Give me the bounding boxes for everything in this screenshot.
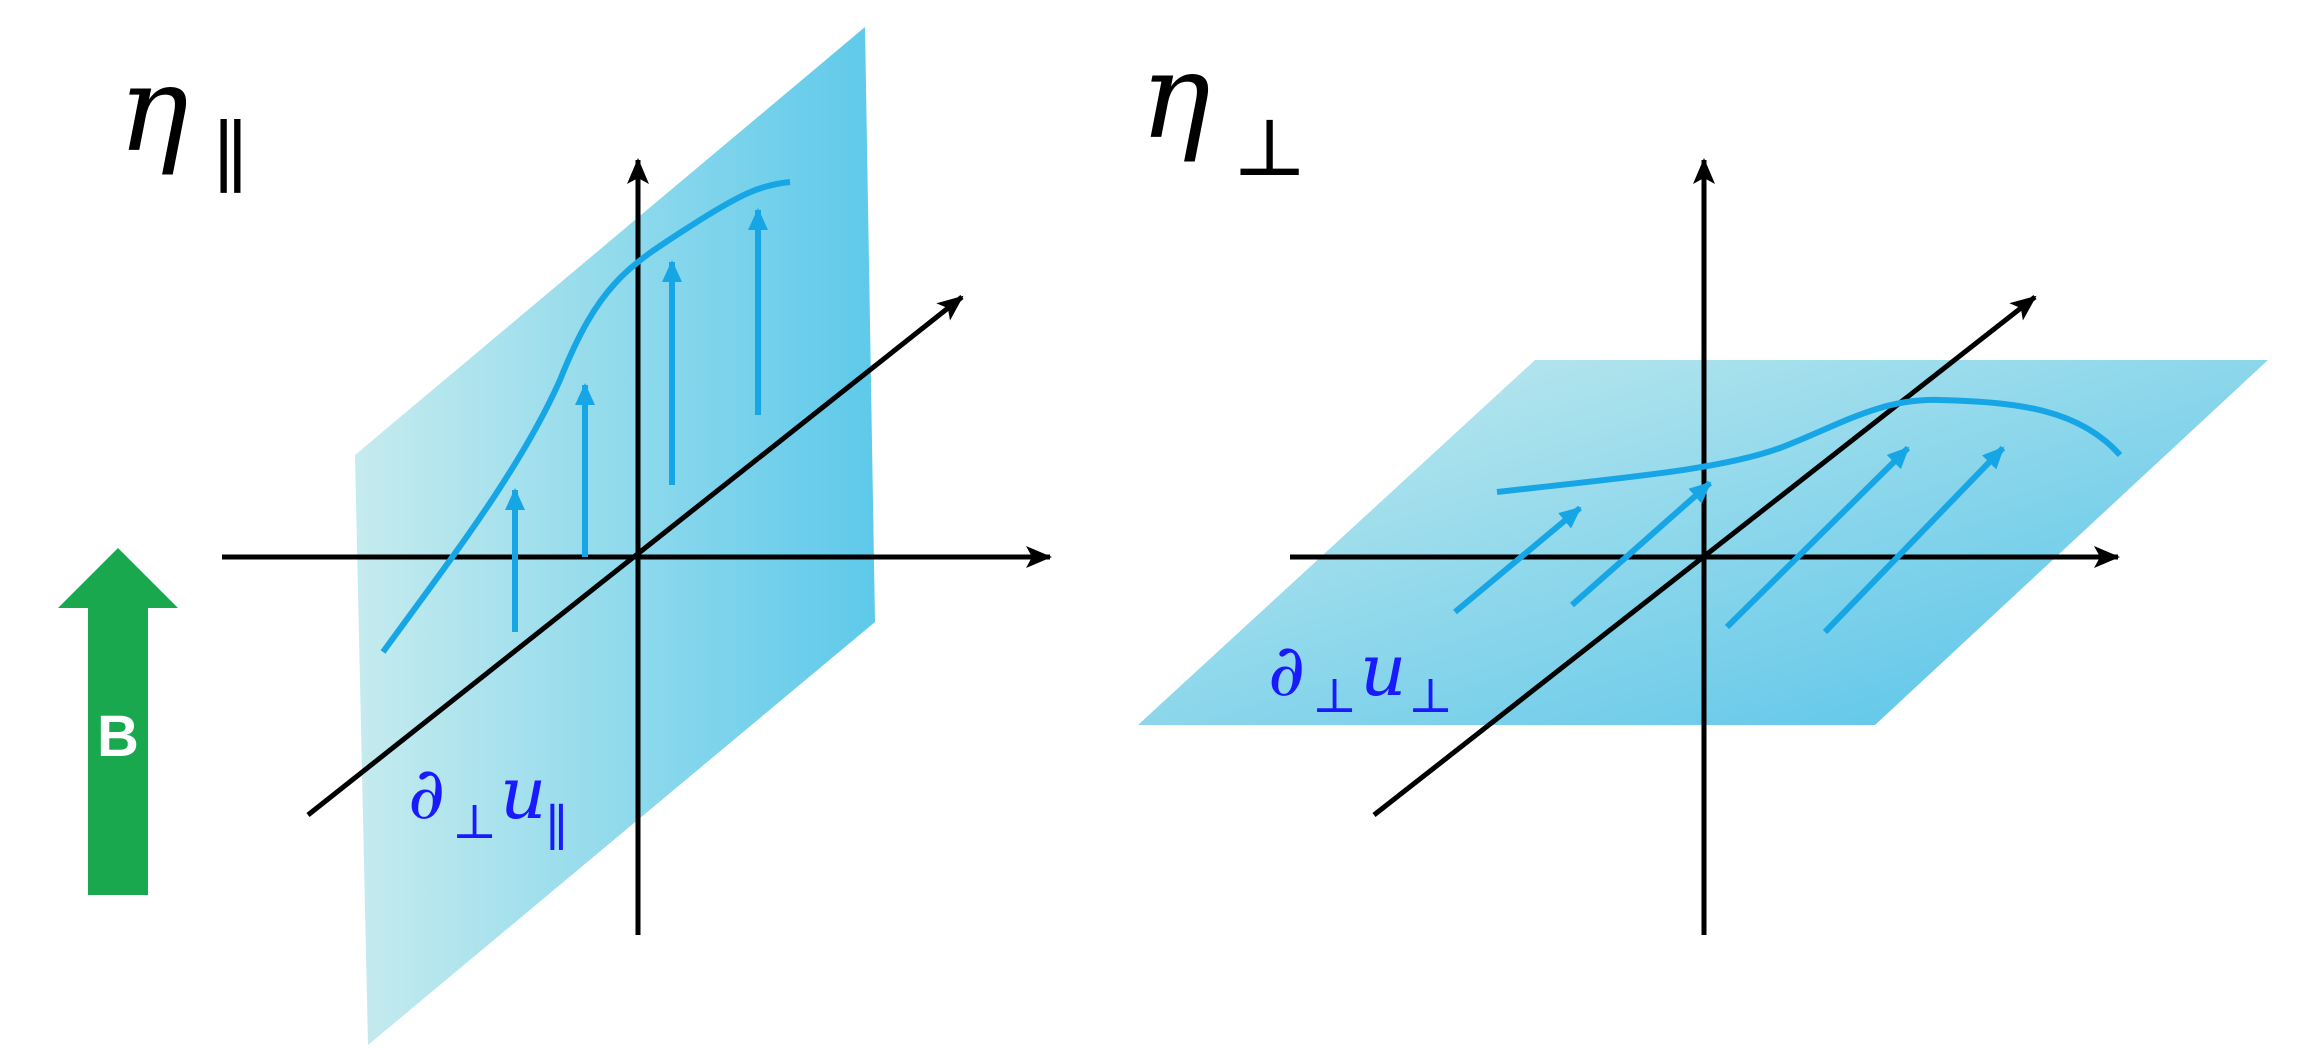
- right-plane-label-u: u: [1360, 628, 1406, 712]
- right-plane-label-partial: ∂: [1268, 628, 1305, 712]
- right-y-axis: [1372, 295, 2037, 817]
- left-y-axis: [306, 295, 964, 817]
- left-panel: η ∥ ∂ ⊥ u ∥: [118, 27, 1052, 1045]
- right-plane-label-sub2: ⊥: [1408, 668, 1453, 724]
- left-title-eta: η: [118, 40, 189, 178]
- left-plane-label-u: u: [500, 751, 546, 835]
- right-title-eta: η: [1140, 27, 1211, 165]
- right-velocity-profile: [1496, 396, 2123, 495]
- right-plane-label-sub1: ⊥: [1312, 668, 1357, 724]
- right-panel: η ⊥ ∂ ⊥ u ⊥: [1138, 27, 2268, 935]
- right-velocity-arrow: [1453, 505, 1582, 615]
- left-plane-label-partial: ∂: [408, 751, 445, 835]
- left-title-subscript: ∥: [212, 111, 249, 204]
- right-velocity-arrow: [1570, 480, 1712, 608]
- left-velocity-profile: [380, 179, 791, 654]
- left-plane-label-sub1: ⊥: [452, 794, 497, 850]
- b-arrow-shape: [58, 548, 178, 895]
- right-velocity-arrow: [1822, 445, 2006, 635]
- right-velocity-arrow: [1724, 445, 1911, 630]
- left-plane-label-sub2: ∥: [545, 799, 568, 857]
- magnetic-field-arrow: B: [58, 548, 178, 895]
- left-vertical-plane: [355, 27, 875, 1045]
- right-title-subscript: ⊥: [1232, 101, 1307, 194]
- b-arrow-label: B: [97, 704, 139, 769]
